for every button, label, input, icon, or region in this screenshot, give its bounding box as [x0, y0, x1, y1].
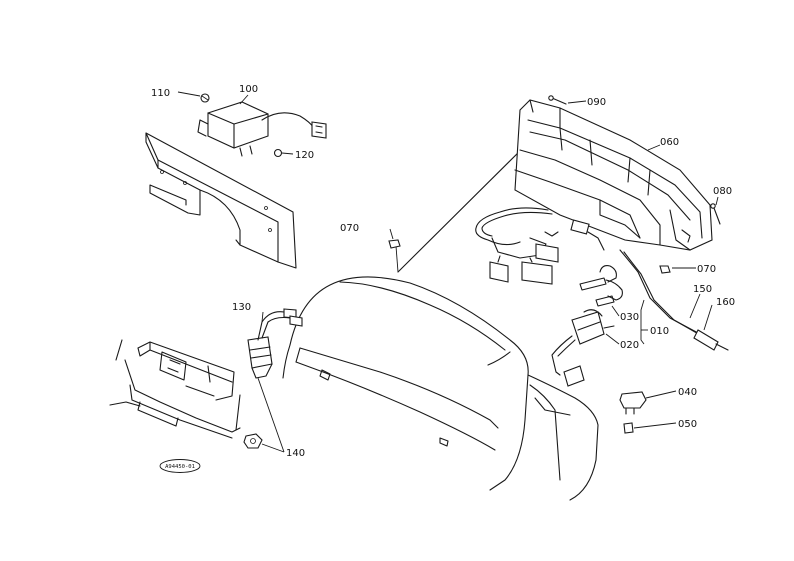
screw-090	[548, 95, 567, 105]
relay-unit	[197, 101, 327, 157]
callout-040: 040	[678, 387, 697, 398]
dashboard-cover	[282, 276, 599, 501]
callout-140: 140	[286, 448, 305, 459]
callout-010: 010	[650, 326, 669, 337]
callout-090: 090	[587, 97, 606, 108]
callout-030: 030	[620, 312, 639, 323]
callout-160: 160	[716, 297, 735, 308]
callout-060: 060	[660, 137, 679, 148]
drawing-number: A94450-01	[165, 464, 195, 470]
screw-080	[710, 203, 721, 225]
callout-070-left: 070	[340, 223, 359, 234]
panel-wire-harness	[475, 207, 559, 285]
callout-120: 120	[295, 150, 314, 161]
callout-020: 020	[620, 340, 639, 351]
callout-100: 100	[239, 84, 258, 95]
mounting-bracket	[145, 132, 297, 269]
drawing-number-stamp: A94450-01	[159, 459, 201, 473]
callout-110: 110	[151, 88, 170, 99]
guide-line-cover	[395, 245, 399, 273]
callout-labels: 110 100 120 090 060 080 070 070 150 160 …	[151, 84, 735, 459]
bolt-110	[200, 93, 210, 103]
leader-lines	[177, 91, 719, 453]
assembly-guide-line	[397, 137, 534, 273]
lamp-socket	[619, 391, 647, 415]
nut-120	[273, 148, 283, 158]
nut-140	[243, 433, 263, 449]
oil-pressure-switch	[247, 308, 303, 379]
washer-070-left	[388, 239, 401, 249]
callout-070-right: 070	[697, 264, 716, 275]
callout-130: 130	[232, 302, 251, 313]
key-switch	[551, 309, 615, 387]
tachometer-cable	[619, 249, 729, 351]
callout-050: 050	[678, 419, 697, 430]
ignition-key	[579, 265, 623, 307]
washer-070-right	[659, 265, 671, 274]
callout-150: 150	[693, 284, 712, 295]
bulb	[623, 422, 634, 434]
instrument-panel	[514, 99, 713, 251]
lower-housing	[109, 339, 241, 439]
callout-080: 080	[713, 186, 732, 197]
